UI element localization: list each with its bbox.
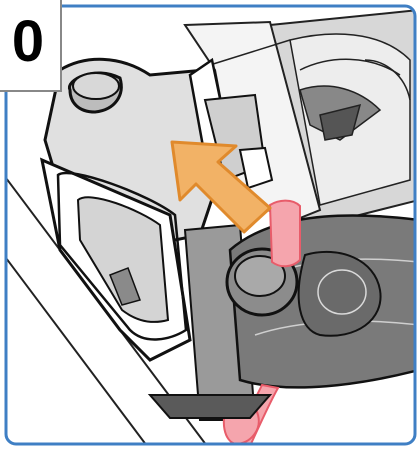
base-foot [150,395,270,418]
step-number: 0 [12,13,44,71]
release-knob-top [73,73,119,99]
red-strap-upper [270,201,300,267]
step-number-box: 0 [0,0,62,92]
